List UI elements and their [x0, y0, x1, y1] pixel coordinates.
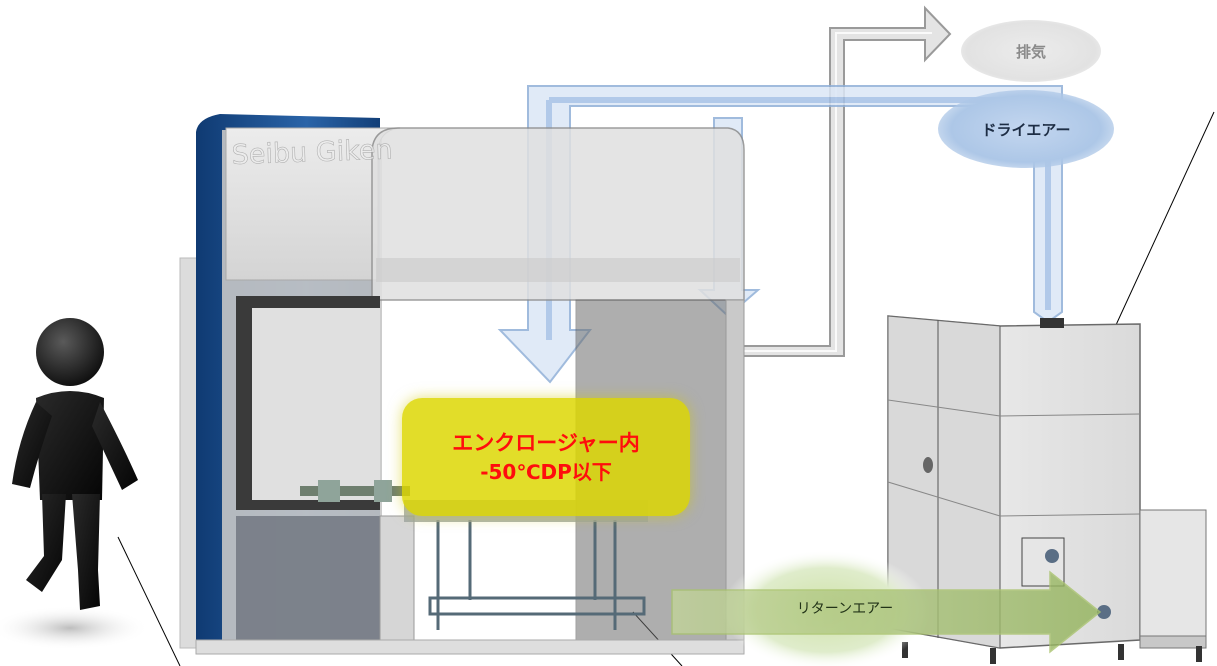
enclosure-callout-title: エンクロージャー内: [452, 431, 640, 455]
dryer-unit: [887, 315, 1207, 664]
exhaust-duct: [739, 5, 952, 357]
enclosure-body: [179, 114, 745, 655]
dry-air-label: ドライエアー: [938, 90, 1114, 168]
exhaust-label: 排気: [961, 20, 1101, 82]
enclosure-logo: Seibu Giken: [231, 134, 393, 171]
enclosure-condition-callout: エンクロージャー内 -50℃DP以下: [402, 398, 690, 516]
return-air-label: リターンエアー: [796, 601, 894, 617]
enclosure-callout-value: -50℃DP以下: [480, 460, 612, 484]
person-figure-icon: [0, 318, 150, 650]
return-air-arrow: [671, 550, 1102, 666]
